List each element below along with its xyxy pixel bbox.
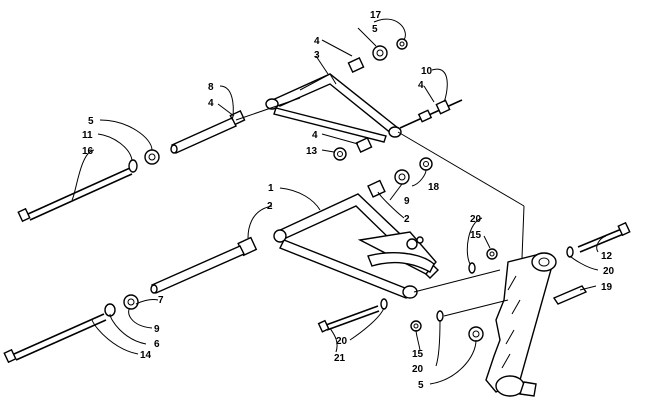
bushing-4-right-small bbox=[417, 109, 433, 123]
upper-pivot-bolt bbox=[399, 99, 463, 129]
nut-15-lower bbox=[410, 320, 422, 332]
callout-11: 11 bbox=[82, 130, 93, 141]
callout-16: 16 bbox=[82, 146, 94, 157]
callout-labels: 17 5 4 3 10 4 8 4 5 11 16 4 13 18 9 1 2 … bbox=[82, 10, 615, 391]
callout-14: 14 bbox=[140, 350, 152, 361]
washer-20-bottom bbox=[436, 310, 444, 322]
callout-19: 19 bbox=[601, 282, 613, 293]
assembly-lines bbox=[235, 97, 525, 317]
callout-2-left: 2 bbox=[267, 201, 273, 212]
nut-15-upper bbox=[486, 248, 498, 260]
spacer-9-upper bbox=[394, 169, 410, 185]
shaft-8 bbox=[170, 117, 237, 154]
callout-6: 6 bbox=[154, 339, 160, 350]
callout-4-right: 4 bbox=[418, 80, 424, 91]
callout-17: 17 bbox=[370, 10, 382, 21]
callout-20-right: 20 bbox=[603, 266, 615, 277]
washer-20-lower bbox=[380, 298, 388, 310]
callout-8: 8 bbox=[208, 82, 214, 93]
lower-a-arm bbox=[273, 193, 440, 299]
callout-15-upper: 15 bbox=[470, 230, 482, 241]
callout-15-lower: 15 bbox=[412, 349, 424, 360]
callout-21: 21 bbox=[334, 353, 346, 364]
callout-3: 3 bbox=[314, 50, 320, 61]
nut-17 bbox=[396, 38, 408, 50]
callout-5-top: 5 bbox=[372, 24, 378, 35]
callout-18: 18 bbox=[428, 182, 440, 193]
nut-13 bbox=[333, 147, 347, 161]
bolt-14 bbox=[3, 313, 107, 364]
spacer-5-left bbox=[144, 149, 160, 165]
callout-20-bottom: 20 bbox=[412, 364, 424, 375]
bolt-12 bbox=[577, 221, 631, 253]
bolt-16 bbox=[17, 167, 133, 223]
callout-2-right: 2 bbox=[404, 214, 410, 225]
bushing-4-right bbox=[435, 99, 451, 115]
upper-a-arm bbox=[265, 73, 402, 143]
pin-19 bbox=[552, 285, 588, 305]
callout-1: 1 bbox=[268, 183, 274, 194]
callout-20-lower: 20 bbox=[336, 336, 348, 347]
washer-20-upper bbox=[468, 262, 476, 274]
callout-4-left: 4 bbox=[208, 98, 214, 109]
bolt-21 bbox=[317, 305, 380, 333]
nut-18 bbox=[419, 157, 433, 171]
callout-9-lower: 9 bbox=[154, 324, 160, 335]
spindle bbox=[485, 252, 557, 397]
callout-20-upper: 20 bbox=[470, 214, 482, 225]
callout-9-upper: 9 bbox=[404, 196, 410, 207]
spacer-5-top bbox=[372, 45, 388, 61]
bushing-4-upper bbox=[347, 57, 365, 73]
washer-20-right bbox=[566, 246, 574, 258]
callout-4-top: 4 bbox=[314, 36, 320, 47]
callout-4-mid: 4 bbox=[312, 130, 318, 141]
leader-lines bbox=[71, 18, 607, 385]
shaft-7 bbox=[150, 245, 245, 294]
washer-11 bbox=[128, 159, 138, 173]
callout-10: 10 bbox=[421, 66, 433, 77]
callout-5-left: 5 bbox=[88, 116, 94, 127]
callout-13: 13 bbox=[306, 146, 318, 157]
bushing-2-right bbox=[367, 179, 386, 198]
callout-12: 12 bbox=[601, 251, 613, 262]
callout-7: 7 bbox=[158, 295, 164, 306]
bushing-4-mid bbox=[355, 137, 373, 153]
callout-5-bottom: 5 bbox=[418, 380, 424, 391]
spacer-5-bottom bbox=[468, 326, 484, 342]
spacer-9-lower bbox=[123, 294, 139, 310]
